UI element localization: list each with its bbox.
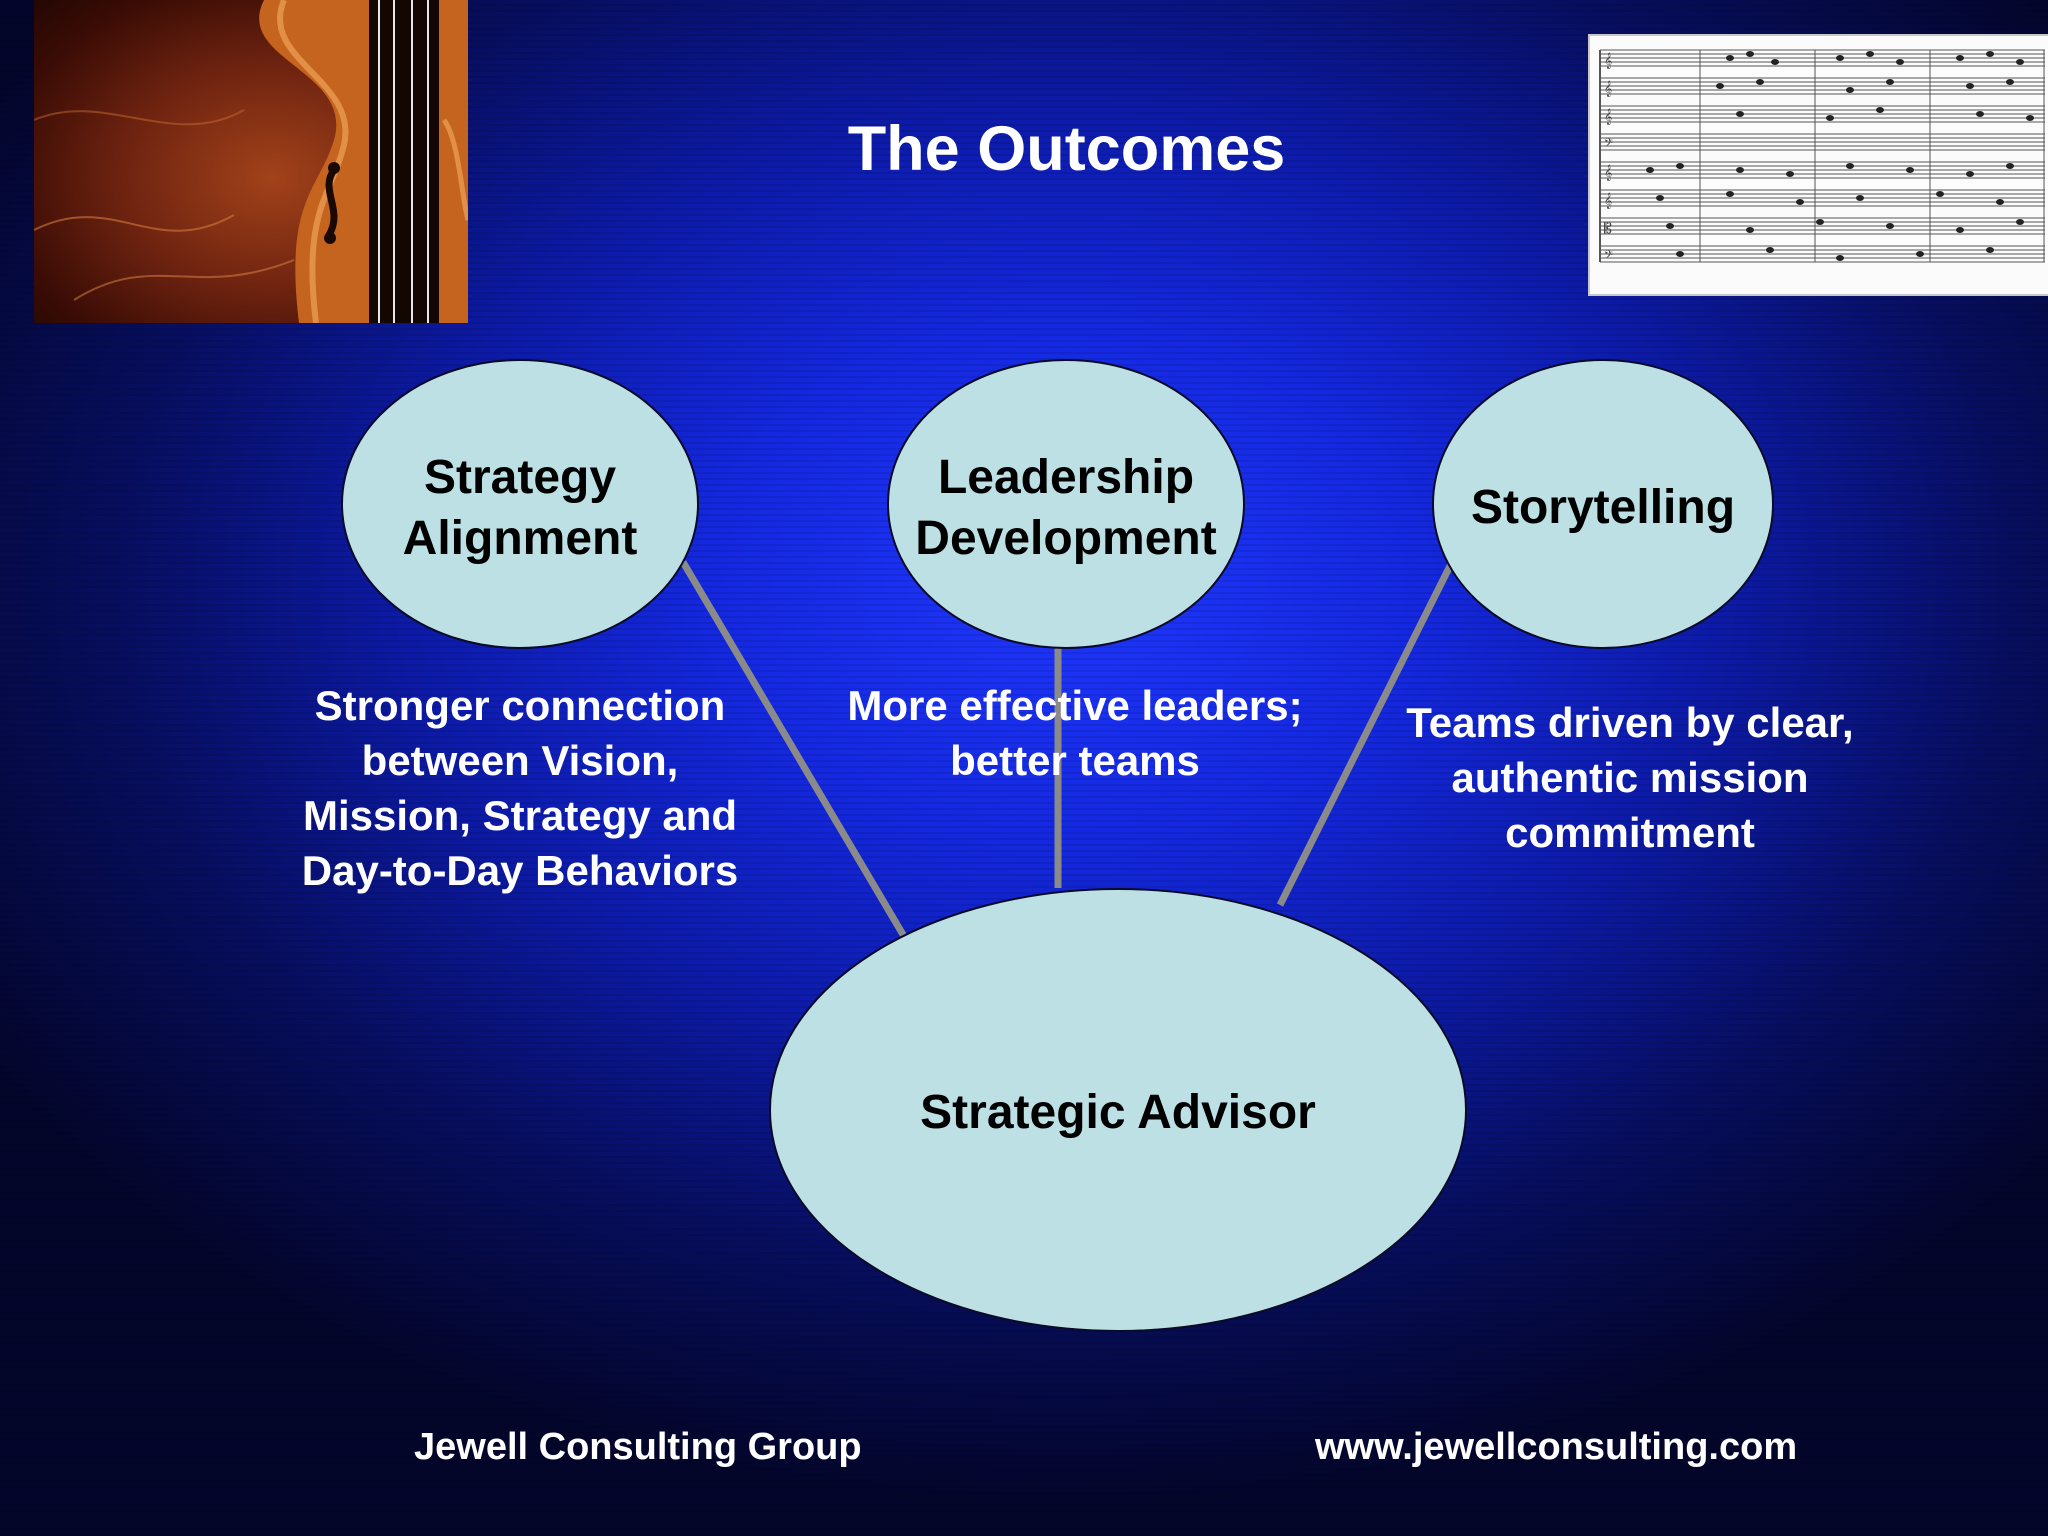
- description-storytelling: Teams driven by clear, authentic mission…: [1375, 695, 1885, 860]
- svg-text:𝄞: 𝄞: [1604, 109, 1612, 125]
- node-strategic-advisor: Strategic Advisor: [769, 888, 1467, 1332]
- svg-text:𝄞: 𝄞: [1604, 53, 1612, 69]
- connector-strategy-alignment: [679, 560, 909, 940]
- node-leadership-development-line1: Leadership: [938, 451, 1194, 504]
- description-line: commitment: [1505, 809, 1755, 856]
- node-strategic-advisor-line1: Strategic Advisor: [920, 1086, 1316, 1139]
- svg-text:𝄢: 𝄢: [1604, 137, 1613, 153]
- node-storytelling: Storytelling: [1432, 359, 1774, 649]
- node-leadership-development-line2: Development: [915, 512, 1216, 565]
- violin-illustration: [34, 0, 468, 323]
- node-strategy-alignment-line2: Alignment: [403, 512, 638, 565]
- node-storytelling-shape: [1432, 359, 1774, 649]
- node-strategy-alignment-line1: Strategy: [424, 451, 616, 504]
- description-line: Teams driven by clear,: [1406, 699, 1854, 746]
- node-strategy-alignment: Strategy Alignment: [341, 359, 699, 649]
- description-line: authentic mission: [1451, 754, 1809, 801]
- description-leadership-development: More effective leaders; better teams: [820, 678, 1330, 788]
- description-line: Day-to-Day Behaviors: [301, 847, 739, 894]
- description-line: better teams: [950, 737, 1200, 784]
- sheet-music-image: 𝄞 𝄞 𝄞 𝄢 𝄞 𝄞 𝄡 𝄢: [1588, 34, 2048, 296]
- footer-company-name: Jewell Consulting Group: [414, 1426, 862, 1468]
- description-line: More effective leaders;: [847, 682, 1303, 729]
- svg-text:𝄞: 𝄞: [1604, 81, 1612, 97]
- node-leadership-development: Leadership Development: [887, 359, 1245, 649]
- node-strategy-alignment-shape: [341, 359, 699, 649]
- description-line: Stronger connection: [314, 682, 726, 729]
- description-line: Mission, Strategy and: [302, 792, 738, 839]
- slide-title: The Outcomes: [847, 114, 1286, 184]
- violin-photo: [34, 0, 468, 323]
- svg-text:𝄞: 𝄞: [1604, 165, 1612, 181]
- description-line: between Vision,: [361, 737, 679, 784]
- svg-text:𝄞: 𝄞: [1604, 193, 1612, 209]
- svg-text:𝄢: 𝄢: [1604, 249, 1613, 265]
- connector-storytelling: [1276, 560, 1456, 907]
- node-strategic-advisor-shape: [769, 888, 1467, 1332]
- footer-website-link[interactable]: www.jewellconsulting.com: [1315, 1426, 1798, 1468]
- node-leadership-development-shape: [887, 359, 1245, 649]
- description-strategy-alignment: Stronger connection between Vision, Miss…: [270, 678, 770, 898]
- svg-text:𝄡: 𝄡: [1604, 221, 1612, 237]
- node-storytelling-line1: Storytelling: [1471, 481, 1735, 534]
- sheet-music-illustration: 𝄞 𝄞 𝄞 𝄢 𝄞 𝄞 𝄡 𝄢: [1599, 49, 2045, 265]
